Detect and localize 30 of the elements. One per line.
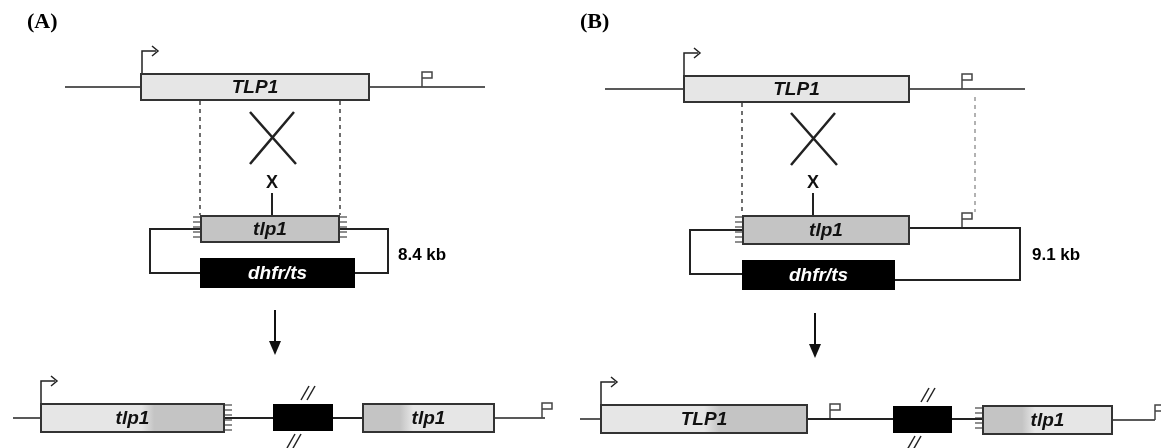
gene-box: TLP1 <box>683 75 910 103</box>
dna-line <box>339 228 389 274</box>
dna-line <box>951 418 983 420</box>
dna-line <box>689 229 743 275</box>
gene-box: tlp1 <box>40 403 225 433</box>
dna-line <box>149 228 201 274</box>
panel-label: (A) <box>27 8 58 34</box>
homology-dashed-line <box>339 100 341 216</box>
dna-line <box>332 417 363 419</box>
size-label: 9.1 kb <box>1032 245 1081 265</box>
gene-box: TLP1 <box>140 73 370 101</box>
homology-dashed-line <box>199 100 201 216</box>
selectable-marker-box: dhfr/ts <box>742 260 895 290</box>
panel-label: (B) <box>580 8 610 34</box>
dna-line <box>894 227 1021 281</box>
gene-box: tlp1 <box>982 405 1113 435</box>
leader-line <box>812 192 814 216</box>
marker-box <box>273 404 333 431</box>
dna-line <box>224 417 274 419</box>
gene-box: tlp1 <box>742 215 910 245</box>
leader-line <box>271 192 273 216</box>
marker-box <box>893 406 952 433</box>
gene-box: tlp1 <box>200 215 340 243</box>
selectable-marker-box: dhfr/ts <box>200 258 355 288</box>
crossover-label: X <box>262 171 282 193</box>
crossover-label: X <box>803 171 823 193</box>
dna-line <box>807 418 894 420</box>
gene-box: tlp1 <box>362 403 495 433</box>
size-label: 8.4 kb <box>398 245 447 265</box>
gene-box: TLP1 <box>600 404 808 434</box>
